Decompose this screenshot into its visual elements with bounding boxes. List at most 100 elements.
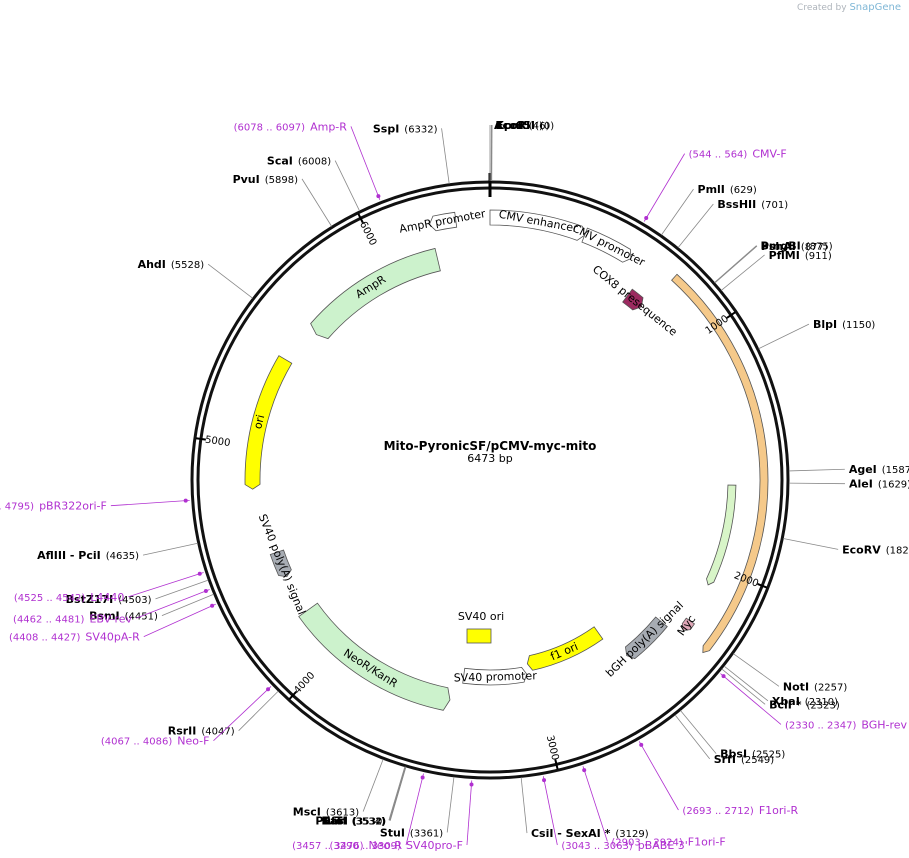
site-position: (1821) bbox=[886, 545, 909, 556]
tick-label: 4000 bbox=[292, 670, 317, 696]
site-position: (6) bbox=[535, 121, 549, 132]
feature-neor-kanr bbox=[298, 602, 451, 711]
primer-leader bbox=[638, 741, 679, 811]
site-name: BbsI bbox=[720, 748, 747, 761]
site-name: SrfI bbox=[714, 753, 736, 766]
primer-name: Amp-R bbox=[310, 120, 347, 133]
site-position: (2310) bbox=[805, 697, 838, 708]
primer-leader bbox=[135, 589, 210, 619]
site-position: (3361) bbox=[410, 828, 443, 839]
site-label: PmlI(629) bbox=[698, 183, 757, 196]
site-label: BlpI(1150) bbox=[813, 318, 875, 331]
primer-leader bbox=[542, 776, 558, 846]
primer-name: EBV-rev bbox=[89, 612, 132, 625]
site-name: SfoI bbox=[323, 814, 347, 827]
site-leader bbox=[721, 668, 766, 705]
site-label: AleI(1629) bbox=[849, 478, 909, 491]
site-position: (2323) bbox=[806, 700, 839, 711]
site-leader bbox=[721, 254, 765, 291]
site-leader bbox=[783, 538, 839, 550]
site-name: BlpI bbox=[813, 318, 837, 331]
primer-range: (2693 .. 2712) bbox=[682, 806, 754, 817]
tick-label: 3000 bbox=[544, 734, 561, 761]
primer-leader bbox=[350, 126, 381, 201]
primer-name: F1ori-F bbox=[688, 835, 726, 848]
site-name: XbaI bbox=[772, 695, 800, 708]
plasmid-length: 6473 bp bbox=[467, 452, 512, 465]
feature-label: SV40 poly(A) signal bbox=[256, 512, 308, 616]
site-name: Acc65I bbox=[494, 119, 535, 132]
watermark-prefix: Created by bbox=[797, 3, 847, 13]
site-label: MscI(3613) bbox=[293, 806, 359, 819]
site-position: (911) bbox=[805, 251, 832, 262]
primer-name: pBABE 3' bbox=[638, 839, 688, 852]
primer-name: L4440 bbox=[90, 591, 124, 604]
site-label: CsiI - SexAI *(3129) bbox=[531, 827, 649, 840]
site-label: SrfI (2549) bbox=[714, 753, 775, 766]
primer-name: Neo-R bbox=[368, 839, 402, 852]
primer-name: SV40pA-R bbox=[85, 631, 140, 644]
feature-ori bbox=[244, 355, 293, 490]
feature-label: SV40 promoter bbox=[454, 669, 538, 684]
site-position: (4451) bbox=[125, 612, 158, 623]
site-leader bbox=[520, 777, 528, 834]
feature-label: AmpR promoter bbox=[398, 207, 487, 236]
primer-mark bbox=[420, 775, 425, 780]
site-name: PluTI bbox=[315, 814, 346, 827]
site-label: PvuI(5898) bbox=[233, 173, 299, 186]
primer-mark bbox=[469, 782, 474, 787]
primer-name: pBR322ori-F bbox=[39, 500, 107, 513]
site-label: AhdI(5528) bbox=[138, 258, 205, 271]
site-name: KpnI bbox=[495, 119, 523, 132]
primer-name: Neo-F bbox=[177, 735, 209, 748]
site-label: EcoRI (6) bbox=[496, 119, 549, 132]
primer-mark bbox=[376, 194, 381, 199]
site-position: (1629) bbox=[878, 480, 909, 491]
site-name: KasI bbox=[321, 815, 348, 828]
site-position: (3530) bbox=[353, 817, 386, 828]
site-name: BstZ17I bbox=[66, 593, 114, 606]
site-name: EcoRI bbox=[496, 119, 530, 132]
site-position: (875) bbox=[806, 242, 833, 253]
feature-myc bbox=[681, 617, 696, 632]
primer-label: (2903 .. 2924) F1ori-F bbox=[611, 835, 725, 848]
primer-name: F1ori-R bbox=[759, 804, 799, 817]
tick-mark bbox=[195, 437, 206, 441]
primer-mark bbox=[183, 498, 188, 503]
primer-label: (2330 .. 2347)BGH-rev bbox=[785, 718, 908, 731]
site-position: (3532) bbox=[352, 816, 385, 827]
site-label: BbsI(2525) bbox=[720, 748, 785, 761]
primer-range: (4408 .. 4427) bbox=[9, 633, 81, 644]
primer-range: (2903 .. 2924) bbox=[611, 837, 683, 848]
feature-label: COX8 presequence bbox=[590, 263, 680, 339]
watermark: Created by SnapGene bbox=[797, 2, 901, 13]
site-position: (4503) bbox=[118, 595, 151, 606]
site-label: XbaI (2310) bbox=[772, 695, 838, 708]
site-leader bbox=[389, 766, 406, 821]
primer-label: (4525 .. 4542)L4440 bbox=[14, 591, 125, 604]
site-label: SfoI (3532) bbox=[323, 814, 386, 827]
tick-mark bbox=[357, 213, 364, 224]
tick-label: 5000 bbox=[204, 435, 231, 449]
primer-range: (6078 .. 6097) bbox=[234, 122, 306, 133]
feature-label: SV40 ori bbox=[458, 610, 504, 623]
feature-label: CMV promoter bbox=[570, 222, 647, 270]
primer-label: (4067 .. 4086)Neo-F bbox=[101, 735, 210, 748]
backbone-outer-ring bbox=[190, 180, 790, 780]
primer-label: (6078 .. 6097) Amp-R bbox=[234, 120, 348, 133]
site-name: NarI bbox=[321, 815, 347, 828]
site-label: PshAI(877) bbox=[761, 240, 828, 253]
site-leader bbox=[661, 188, 694, 236]
primer-leader bbox=[128, 572, 204, 598]
tick-mark bbox=[757, 583, 768, 589]
plasmid-name: Mito-PyronicSF/pCMV-myc-mito bbox=[384, 439, 597, 453]
site-label: NarI(3531) bbox=[321, 815, 386, 828]
site-position: (2257) bbox=[814, 682, 847, 693]
site-leader bbox=[788, 482, 845, 485]
primer-leader bbox=[720, 673, 782, 725]
site-position: (2549) bbox=[741, 755, 774, 766]
primer-layer: (6078 .. 6097)Amp-R(544 .. 564)CMV-F(233… bbox=[0, 120, 908, 852]
feature-sv40-promoter bbox=[462, 666, 528, 686]
primer-leader bbox=[466, 780, 473, 846]
